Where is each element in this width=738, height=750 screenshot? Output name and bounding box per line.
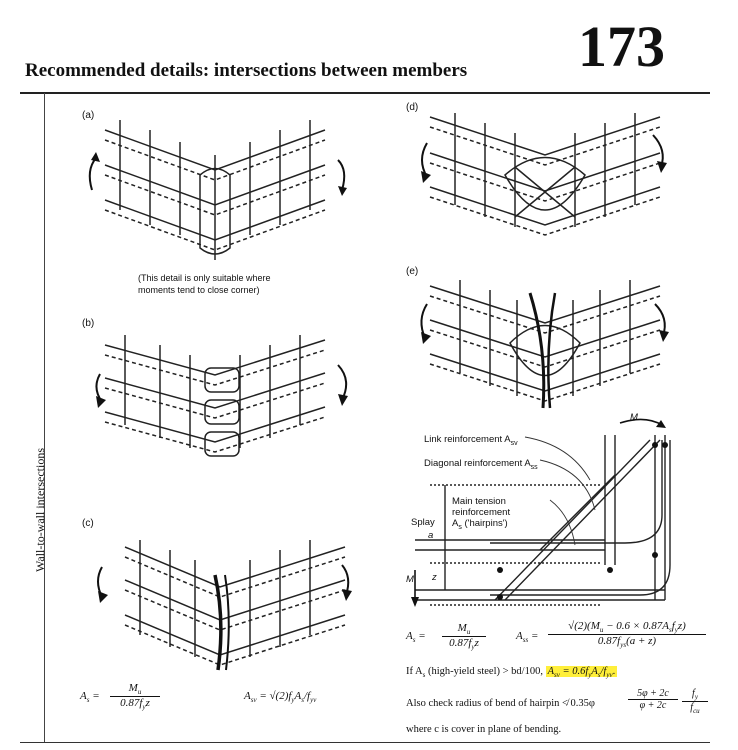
link-reinforcement-label: Link reinforcement Asv — [424, 434, 518, 447]
if-condition-line: If As (high-yield steel) > bd/100, Asv =… — [406, 666, 618, 680]
panel-d-label: (d) — [406, 102, 419, 113]
highlighted-formula: Asv = 0.6fyAs/fyv. — [545, 666, 618, 680]
detail-section-diagram — [411, 418, 671, 607]
dimension-a-label: a — [428, 530, 434, 541]
panel-a-drawing — [88, 120, 347, 260]
cover-definition-line: where c is cover in plane of bending. — [406, 724, 562, 735]
dimension-z-label: z — [432, 572, 437, 583]
panel-b-drawing — [95, 335, 348, 457]
panel-d-drawing — [421, 113, 667, 236]
left-asv-formula: Asv = √(2)fyAs/fyv — [244, 690, 317, 705]
right-as-formula: As = — [406, 630, 426, 645]
splay-label: Splay — [411, 517, 435, 528]
panel-e-drawing — [420, 280, 669, 409]
header-rule — [20, 92, 710, 94]
panel-a-label: (a) — [82, 110, 95, 121]
page-number: 173 — [578, 14, 665, 79]
panel-e-label: (e) — [406, 266, 419, 277]
moment-m-label-left: M — [406, 574, 414, 585]
panel-a-note: (This detail is only suitable where mome… — [138, 273, 271, 295]
right-ass-formula: Ass = — [516, 630, 539, 645]
panel-c-label: (c) — [82, 518, 94, 529]
bend-radius-fraction: 5φ + 2c φ + 2c — [628, 688, 678, 711]
page-title: Recommended details: intersections betwe… — [25, 60, 468, 81]
right-as-fraction: Mu 0.87fyz — [442, 622, 486, 651]
moment-m-label-top: M — [630, 412, 638, 423]
sidebar-label: Wall-to-wall intersections — [33, 448, 47, 572]
panel-c-drawing — [97, 540, 352, 671]
panel-b-label: (b) — [82, 318, 95, 329]
bend-radius-check-line: Also check radius of bend of hairpin ≮ 0… — [406, 698, 595, 709]
fy-fcu-ratio: fy fcu — [682, 688, 708, 715]
side-rule — [44, 93, 45, 743]
diagonal-reinforcement-label: Diagonal reinforcement Ass — [424, 458, 538, 471]
left-as-fraction: Mu 0.87fyz — [110, 682, 160, 711]
right-ass-fraction: √(2)(Mu − 0.6 × 0.87Asfyz) 0.87fys(a + z… — [548, 620, 706, 649]
main-tension-label: Main tension reinforcement As ('hairpins… — [452, 496, 511, 531]
left-as-formula: As = — [80, 690, 100, 705]
bottom-rule — [20, 742, 710, 743]
